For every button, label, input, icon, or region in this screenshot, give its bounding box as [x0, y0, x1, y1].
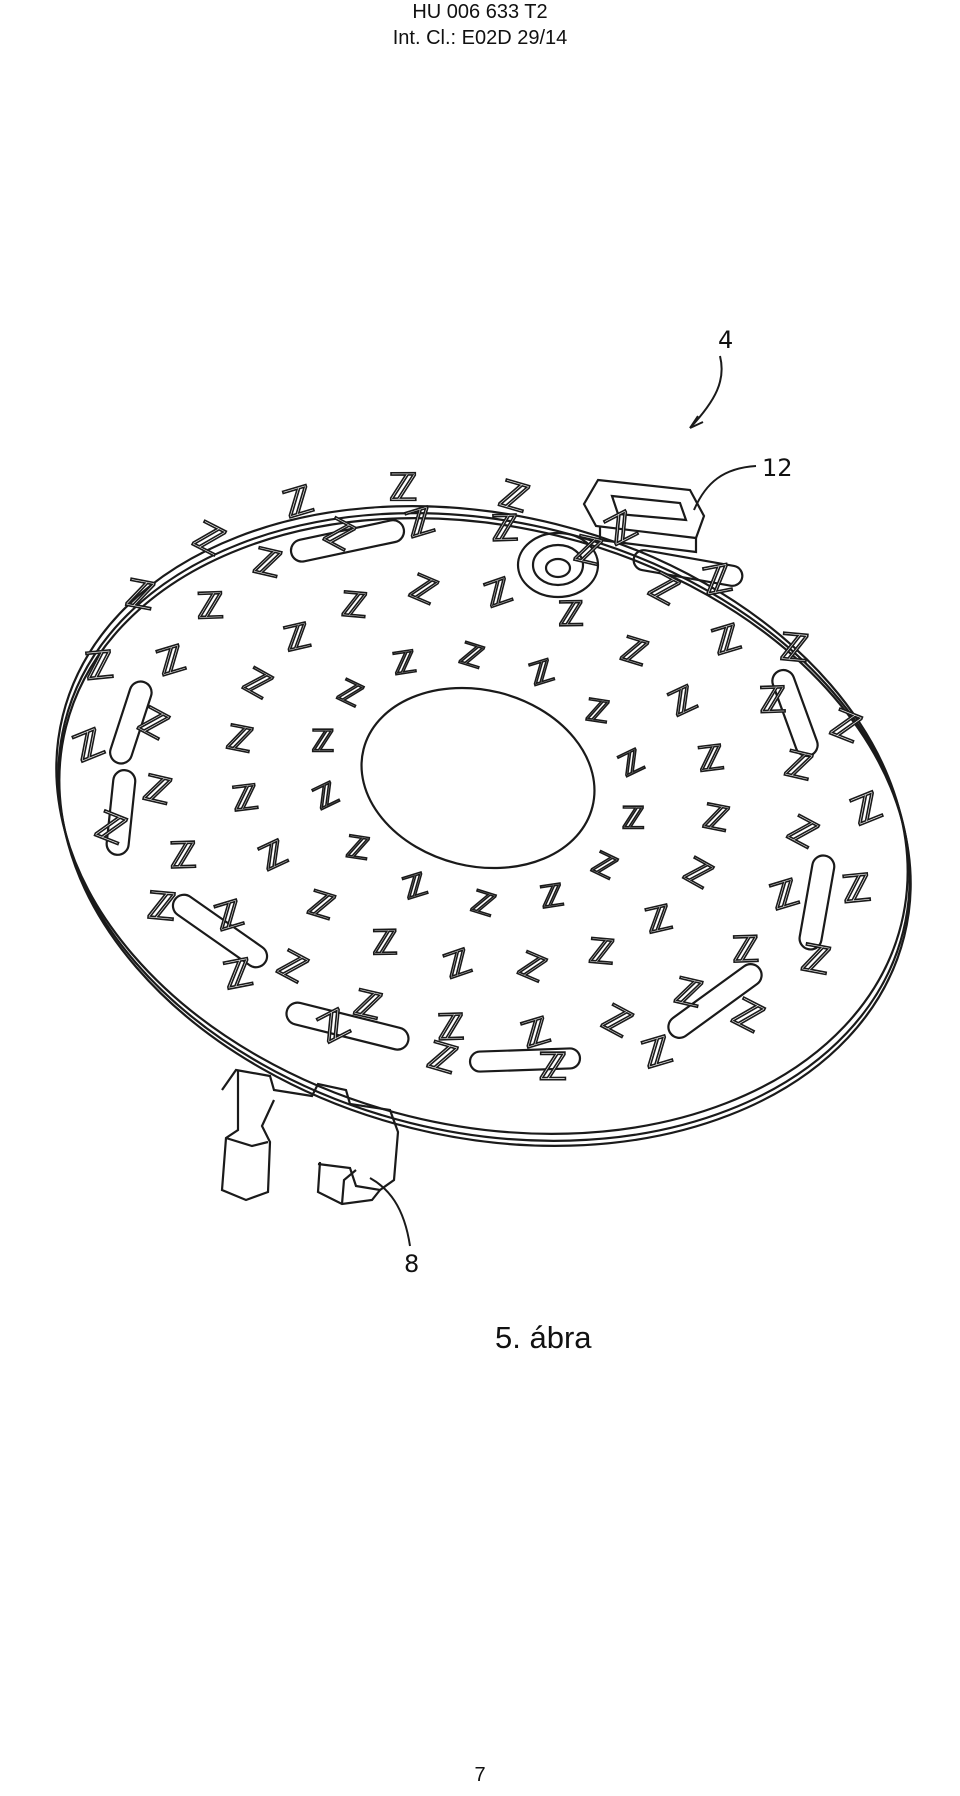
clip-mark: ℤ — [494, 471, 534, 521]
clip-mark: ℤ — [538, 1045, 567, 1089]
clip-mark: ℤ — [583, 693, 611, 731]
clip-mark: ℤ — [700, 796, 733, 840]
hinge-bracket-8 — [220, 1068, 400, 1206]
reference-label-8: 8 — [404, 1250, 419, 1278]
clip-mark: ℤ — [480, 570, 517, 616]
clip-mark: ℤ — [538, 878, 566, 916]
clip-mark: ℤ — [708, 617, 746, 664]
clip-mark: ℤ — [399, 867, 431, 907]
reference-label-4: 4 — [718, 326, 733, 354]
clip-mark: ℤ — [586, 846, 622, 888]
clip-mark: ℤ — [223, 717, 256, 761]
classification-code: Int. Cl.: E02D 29/14 — [392, 27, 568, 49]
plate-rim-bottom — [58, 517, 912, 1147]
clip-mark: ℤ — [491, 508, 520, 550]
clip-mark: ℤ — [845, 783, 888, 834]
plate-top-surface — [55, 505, 909, 1135]
clip-mark: ℤ — [391, 645, 419, 683]
clip-mark: ℤ — [663, 678, 703, 725]
clip-mark: ℤ — [254, 833, 294, 880]
clip-mark: ℤ — [122, 570, 158, 619]
clip-mark: ℤ — [699, 556, 735, 605]
clip-mark: ℤ — [67, 720, 110, 771]
clip-mark: ℤ — [439, 941, 476, 987]
clip-mark: ℤ — [169, 835, 198, 877]
clip-mark: ℤ — [526, 653, 558, 693]
clip-mark: ℤ — [236, 660, 278, 707]
plate-rim-middle — [57, 512, 911, 1142]
clip-mark: ℤ — [778, 625, 810, 671]
clip-mark: ℤ — [90, 802, 133, 853]
reference-label-12: 12 — [762, 454, 793, 482]
clip-mark: ℤ — [303, 883, 339, 929]
clip-mark: ℤ — [311, 724, 334, 759]
leader-line-8 — [369, 1177, 411, 1247]
slots — [105, 519, 836, 1073]
figure-caption: 5. ábra — [495, 1320, 592, 1355]
clip-mark: ℤ — [840, 865, 873, 912]
clip-mark: ℤ — [595, 997, 638, 1046]
clip-mark: ℤ — [131, 700, 174, 749]
clip-mark: ℤ — [423, 1033, 463, 1083]
clip-mark: ℤ — [404, 567, 443, 614]
clip-mark: ℤ — [766, 872, 804, 919]
clip-mark: ℤ — [558, 594, 584, 634]
clip-mark: ℤ — [614, 743, 650, 785]
clip-mark: ℤ — [781, 808, 824, 857]
clip-mark: ℤ — [83, 642, 116, 689]
clip-mark: ℤ — [798, 935, 834, 984]
leader-line-4 — [689, 355, 723, 429]
lug-12 — [582, 478, 706, 554]
clip-mark: ℤ — [210, 893, 248, 940]
clip-mark: ℤ — [467, 884, 499, 924]
clip-mark: ℤ — [332, 673, 368, 715]
clip-mark: ℤ — [270, 943, 313, 992]
clip-mark: ℤ — [622, 802, 645, 837]
clip-mark: ℤ — [759, 680, 788, 722]
clip-mark: ℤ — [725, 989, 770, 1041]
clip-mark: ℤ — [731, 929, 760, 971]
clip-mark: ℤ — [825, 700, 868, 751]
clip-mark: ℤ — [372, 923, 398, 963]
clip-mark: ℤ — [278, 477, 318, 527]
clip-mark: ℤ — [344, 830, 372, 868]
clip-mark: ℤ — [196, 586, 225, 628]
clip-mark: ℤ — [696, 738, 726, 781]
clip-mark: ℤ — [250, 541, 286, 587]
central-opening — [360, 686, 596, 870]
clip-mark: ℤ — [340, 585, 369, 627]
leader-line-12 — [693, 465, 757, 511]
clip-mark: ℤ — [671, 970, 707, 1016]
clip-mark: ℤ — [152, 638, 190, 685]
clip-mark: ℤ — [280, 616, 314, 661]
clip-mark: ℤ — [616, 629, 652, 675]
clip-mark: ℤ — [145, 883, 177, 929]
clip-mark: ℤ — [389, 465, 418, 509]
arrow-head-4 — [689, 415, 704, 429]
document-number: HU 006 633 T2 — [412, 1, 548, 23]
clip-mark: ℤ — [350, 982, 386, 1028]
clip-mark: ℤ — [598, 502, 644, 554]
clip-mark: ℤ — [512, 944, 551, 991]
page-number: 7 — [474, 1764, 486, 1786]
clip-mark: ℤ — [642, 565, 685, 614]
clip-mark: ℤ — [317, 511, 360, 560]
clip-mark: ℤ — [308, 776, 344, 818]
socket-hole — [516, 531, 600, 599]
clip-mark: ℤ — [230, 777, 260, 820]
clip-mark: ℤ — [139, 768, 175, 814]
clip-mark: ℤ — [642, 898, 676, 943]
clip-mark: ℤ — [455, 636, 487, 676]
clip-mark: ℤ — [220, 950, 256, 999]
clip-mark: ℤ — [587, 931, 616, 973]
clip-mark: ℤ — [781, 743, 817, 789]
clip-mark: ℤ — [437, 1007, 466, 1049]
clip-mark: ℤ — [677, 850, 719, 897]
